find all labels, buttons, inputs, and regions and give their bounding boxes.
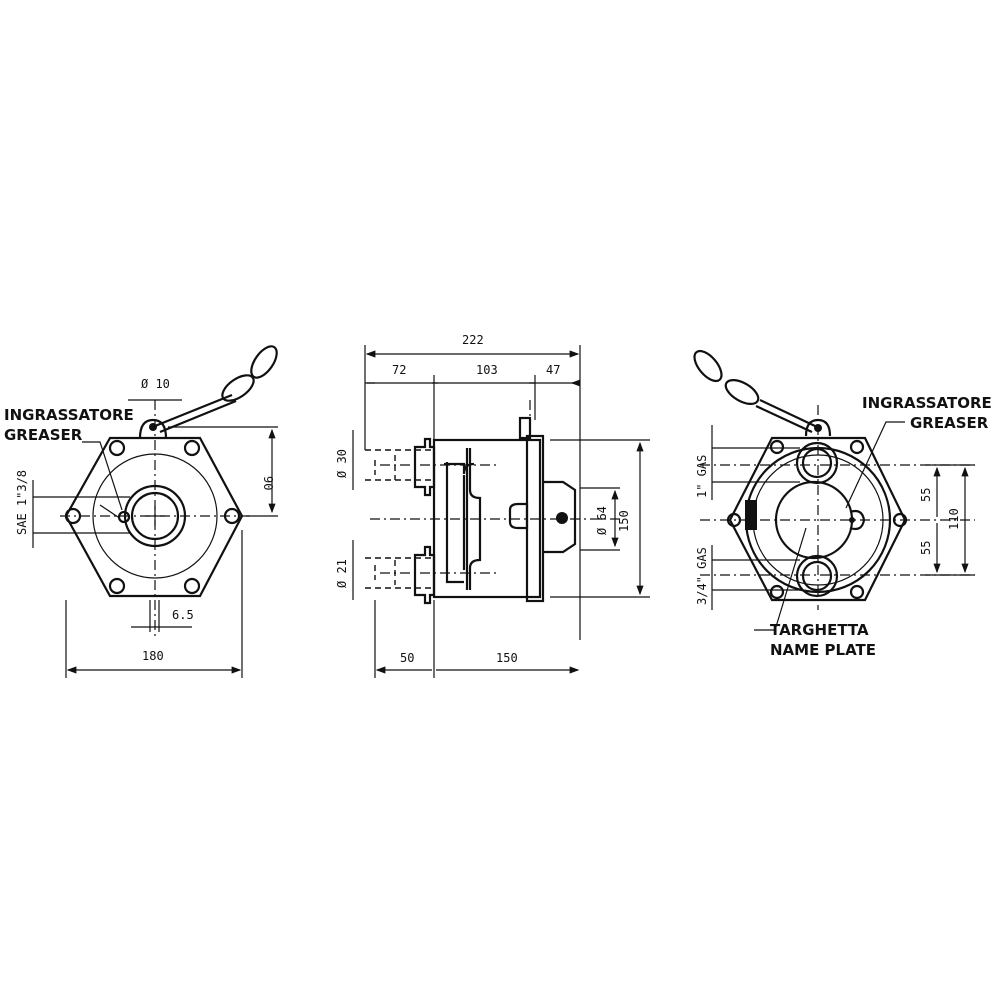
hex-flange (64, 436, 244, 598)
label-greaser-en: GREASER (4, 426, 83, 444)
label-port-3-4-gas: 3/4" GAS (695, 547, 709, 605)
dim-height-150: 150 (617, 510, 631, 532)
port-lower (795, 554, 839, 598)
dim-body-150: 150 (496, 651, 518, 665)
hub-inner (130, 491, 180, 541)
chain-icon (154, 345, 278, 434)
label-nameplate-it: TARGHETTA (770, 621, 869, 639)
dim-50: 50 (400, 651, 414, 665)
dim-width-180: 180 (142, 649, 164, 663)
label-port-1-gas: 1" GAS (695, 455, 709, 498)
dim-72: 72 (392, 363, 406, 377)
dim-port-30: Ø 30 (335, 449, 349, 478)
dim-port-21: Ø 21 (335, 559, 349, 588)
dim-cap-64: Ø 64 (595, 506, 609, 535)
rear-view: 1" GAS 3/4" GAS 55 55 110 INGRASSATORE G… (693, 349, 992, 659)
dim-55-lower: 55 (919, 541, 933, 555)
chain-icon (693, 349, 816, 433)
dim-47: 47 (546, 363, 560, 377)
label-nameplate-en: NAME PLATE (770, 641, 876, 659)
dim-height-90: 90 (261, 476, 275, 490)
label-greaser-en: GREASER (910, 414, 989, 432)
name-plate (745, 500, 757, 530)
label-greaser-it: INGRASSATORE (4, 406, 134, 424)
front-view: Ø 10 90 SAE 1"3/8 6.5 180 INGRASSATORE G… (4, 345, 278, 678)
port-fittings (365, 437, 436, 605)
dim-55-upper: 55 (919, 488, 933, 502)
dim-shaft-sae: SAE 1"3/8 (15, 470, 29, 535)
dim-hole-diameter: Ø 10 (141, 377, 170, 391)
greaser-fitting (117, 510, 131, 524)
dim-103: 103 (476, 363, 498, 377)
dim-offset: 6.5 (172, 608, 194, 622)
rear-cap (543, 480, 577, 554)
side-view: 222 72 103 47 Ø 30 Ø 21 Ø 64 150 50 150 (335, 333, 650, 678)
dim-110: 110 (947, 508, 961, 530)
dim-total-222: 222 (462, 333, 484, 347)
label-greaser-it: INGRASSATORE (862, 394, 992, 412)
